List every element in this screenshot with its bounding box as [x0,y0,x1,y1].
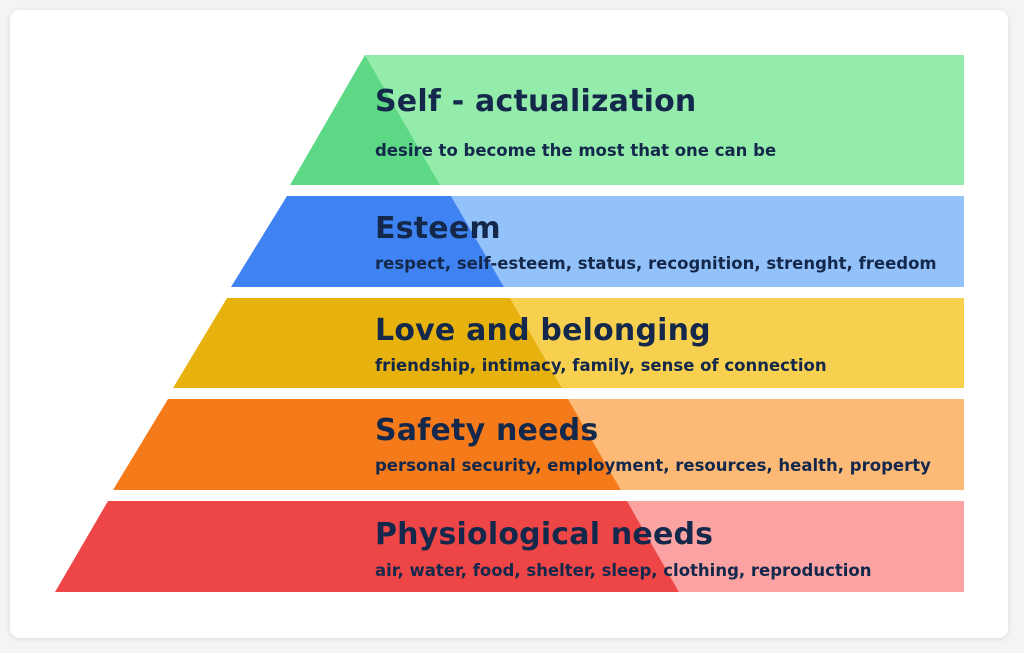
level-light-band [108,501,964,592]
level-title-love-and-belonging: Love and belonging [375,313,711,348]
level-dark-band [231,196,504,287]
level-dark-band [55,501,679,592]
level-dark-band [113,399,621,490]
pyramid-level-love-and-belonging [173,298,964,388]
level-light-band [365,55,964,185]
level-description-safety-needs: personal security, employment, resources… [375,456,931,475]
level-description-self-actualization: desire to become the most that one can b… [375,141,777,160]
level-dark-band [173,298,562,388]
pyramid-level-physiological-needs [55,501,964,592]
level-description-esteem: respect, self-esteem, status, recognitio… [375,254,937,273]
level-dark-triangle [290,55,440,185]
level-title-physiological-needs: Physiological needs [375,517,714,552]
level-light-band [168,399,964,490]
level-light-band [227,298,964,388]
level-description-love-and-belonging: friendship, intimacy, family, sense of c… [375,356,827,375]
level-title-esteem: Esteem [375,211,501,246]
level-title-safety-needs: Safety needs [375,413,599,448]
pyramid-level-safety-needs [113,399,964,490]
level-description-physiological-needs: air, water, food, shelter, sleep, clothi… [375,561,872,580]
pyramid-level-esteem [231,196,964,287]
pyramid-level-self-actualization [290,55,964,185]
level-light-band [287,196,964,287]
level-title-self-actualization: Self - actualization [375,84,697,119]
